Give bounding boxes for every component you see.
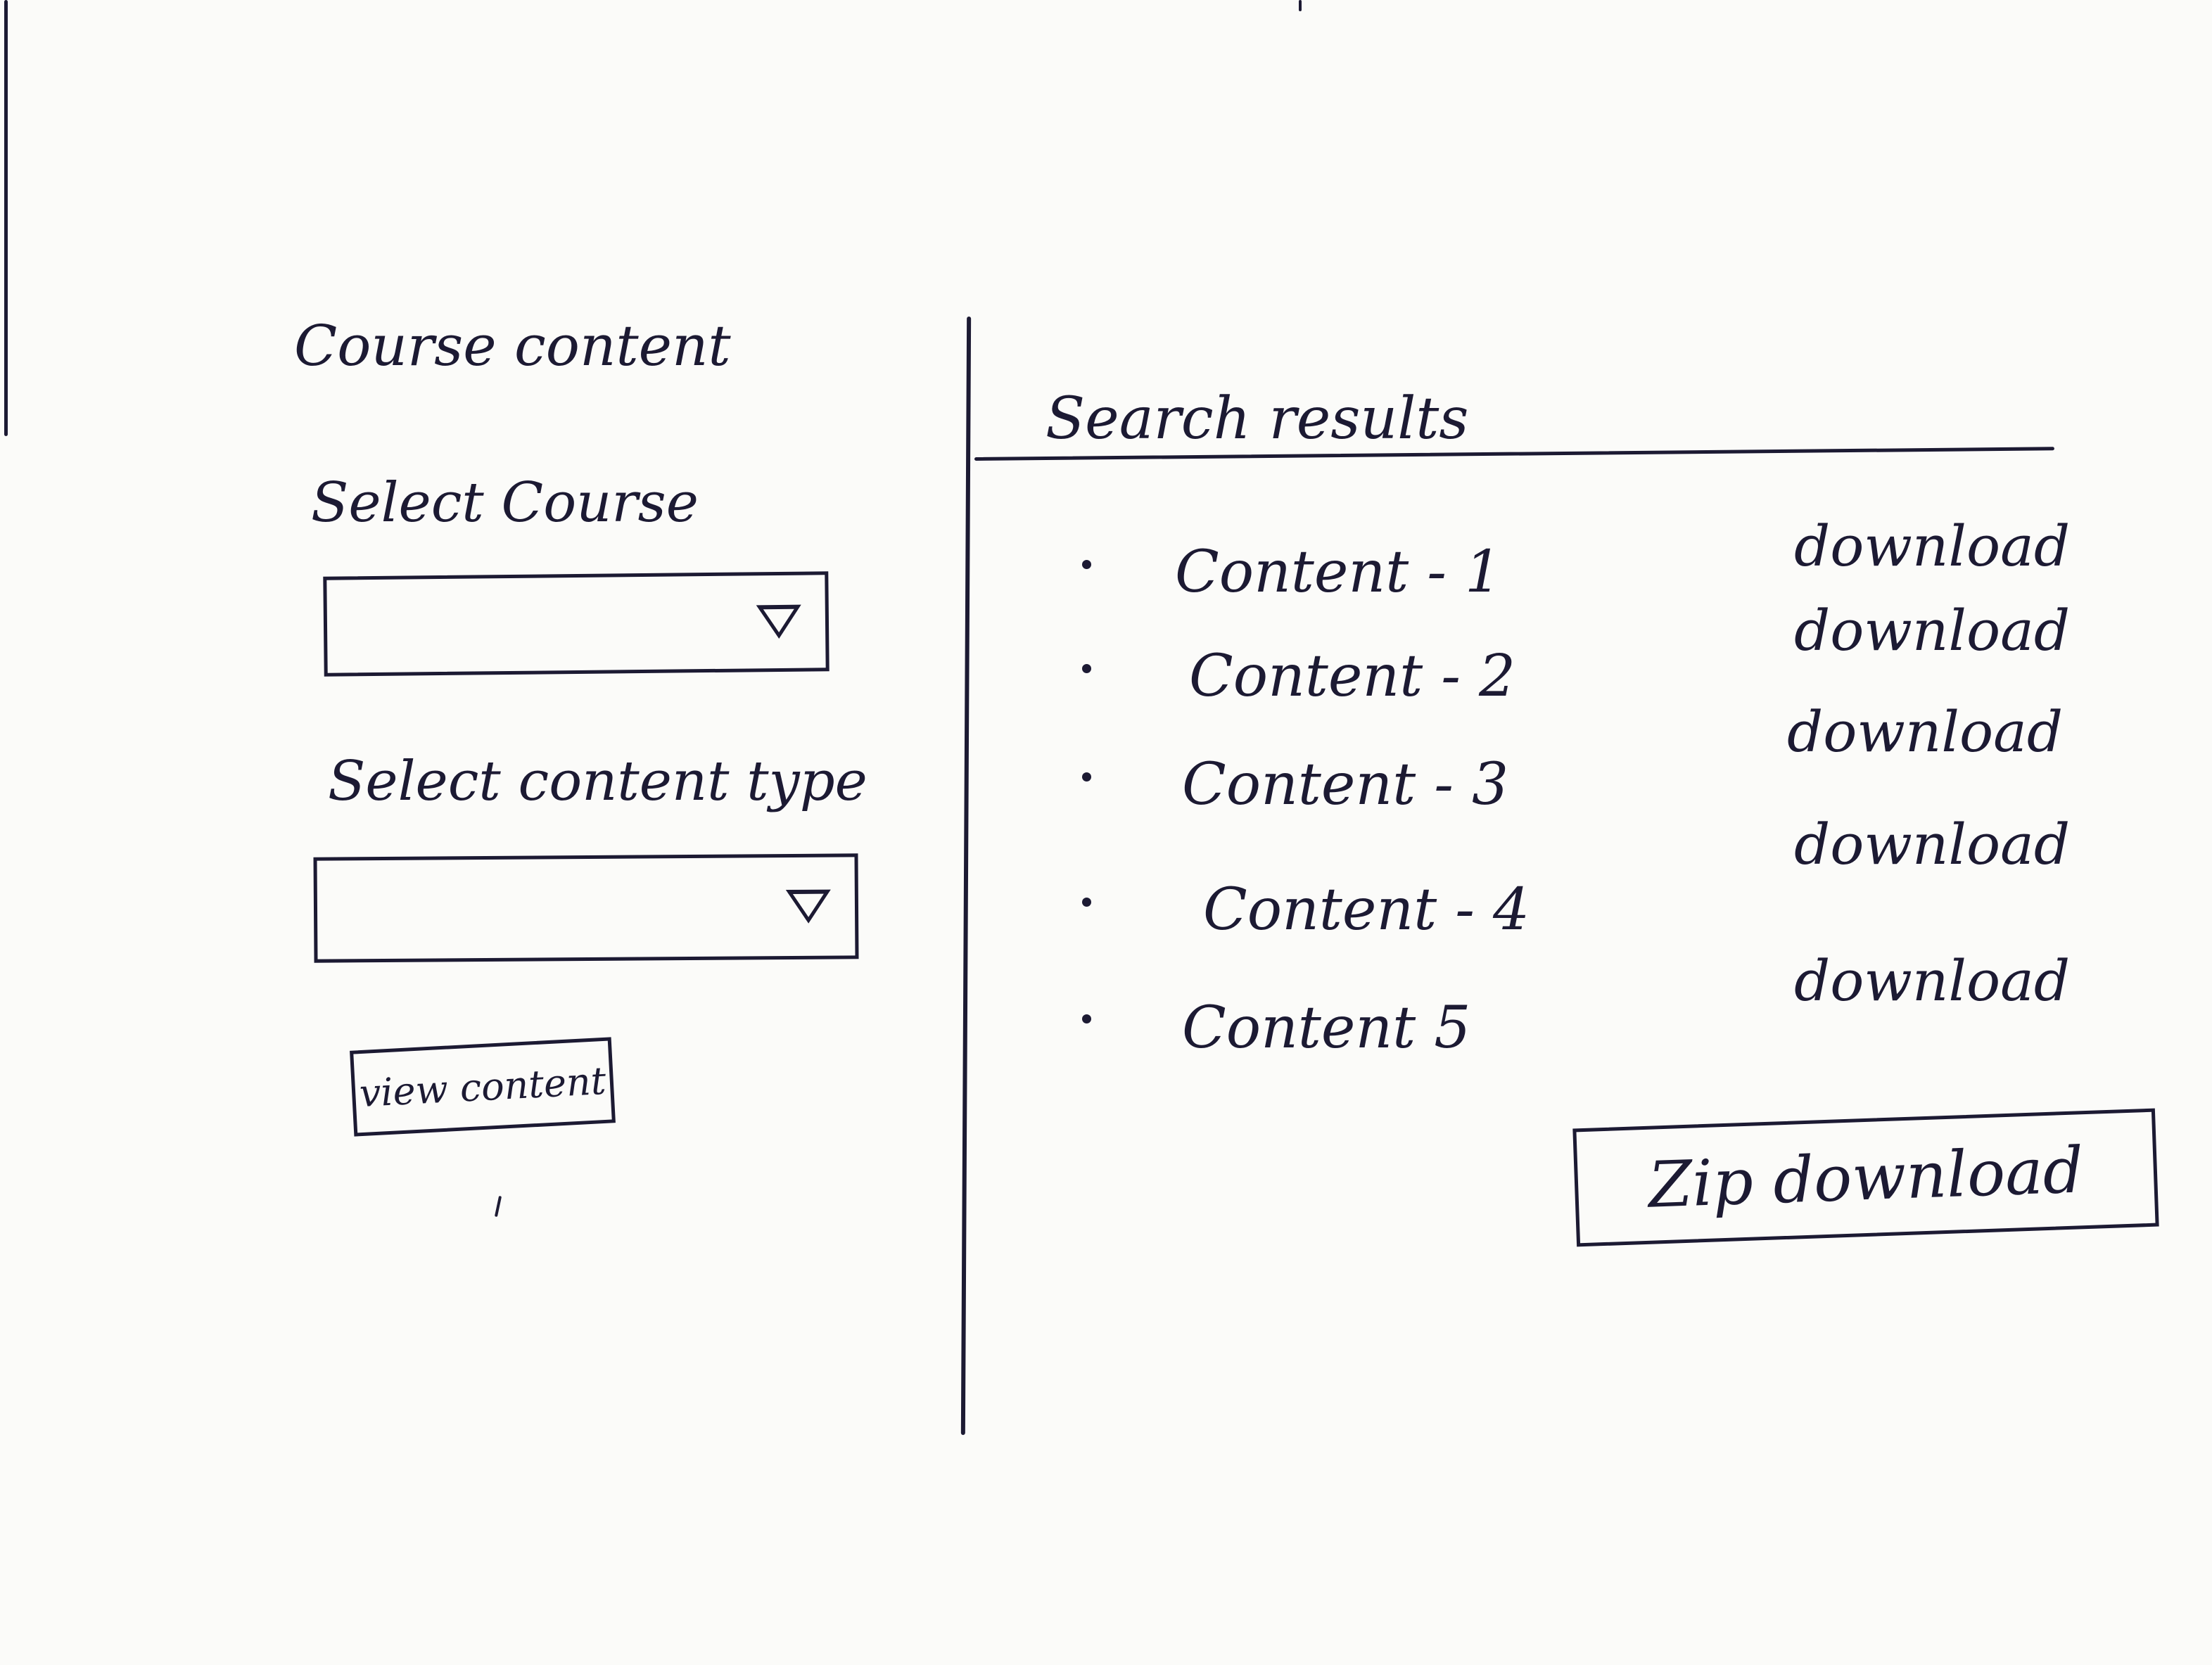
- bullet-icon: [1082, 664, 1091, 673]
- chevron-down-icon: [785, 889, 832, 924]
- list-item: Content 5 download: [1069, 948, 2146, 1062]
- result-name: Content - 2: [1189, 643, 1516, 710]
- result-name: Content - 4: [1203, 876, 1530, 943]
- result-name: Content - 1: [1175, 539, 1502, 606]
- list-item: Content - 1 download: [1069, 513, 2146, 606]
- result-name: Content 5: [1182, 995, 1471, 1061]
- panel-divider: [960, 316, 972, 1436]
- select-course-label: Select Course: [311, 471, 699, 535]
- view-content-button-label: view content: [358, 1058, 607, 1116]
- download-link[interactable]: download: [1794, 948, 2071, 1014]
- download-link[interactable]: download: [1794, 812, 2071, 877]
- chevron-down-icon: [756, 604, 802, 639]
- select-content-type-label: Select content type: [328, 750, 867, 813]
- list-item: Content - 2 download: [1069, 598, 2146, 710]
- course-select[interactable]: [323, 571, 830, 677]
- download-link[interactable]: download: [1787, 699, 2064, 765]
- content-type-select[interactable]: [313, 853, 859, 963]
- bullet-icon: [1082, 898, 1091, 907]
- list-item: Content - 3 download: [1069, 699, 2146, 819]
- bullet-icon: [1082, 772, 1091, 782]
- page-title: Course content: [294, 313, 731, 378]
- zip-download-button[interactable]: Zip download: [1572, 1108, 2159, 1247]
- zip-download-button-label: Zip download: [1647, 1133, 2085, 1223]
- view-content-button[interactable]: view content: [350, 1037, 616, 1137]
- search-results-title: Search results: [1045, 385, 1469, 452]
- bullet-icon: [1082, 1014, 1091, 1023]
- list-item: Content - 4 download: [1069, 812, 2146, 944]
- bullet-icon: [1082, 560, 1091, 569]
- top-tick-mark: [1299, 0, 1302, 11]
- download-link[interactable]: download: [1794, 513, 2071, 579]
- stray-pen-mark: [494, 1195, 502, 1218]
- download-link[interactable]: download: [1794, 598, 2071, 663]
- page-edge-line: [4, 0, 8, 436]
- result-name: Content - 3: [1182, 751, 1509, 818]
